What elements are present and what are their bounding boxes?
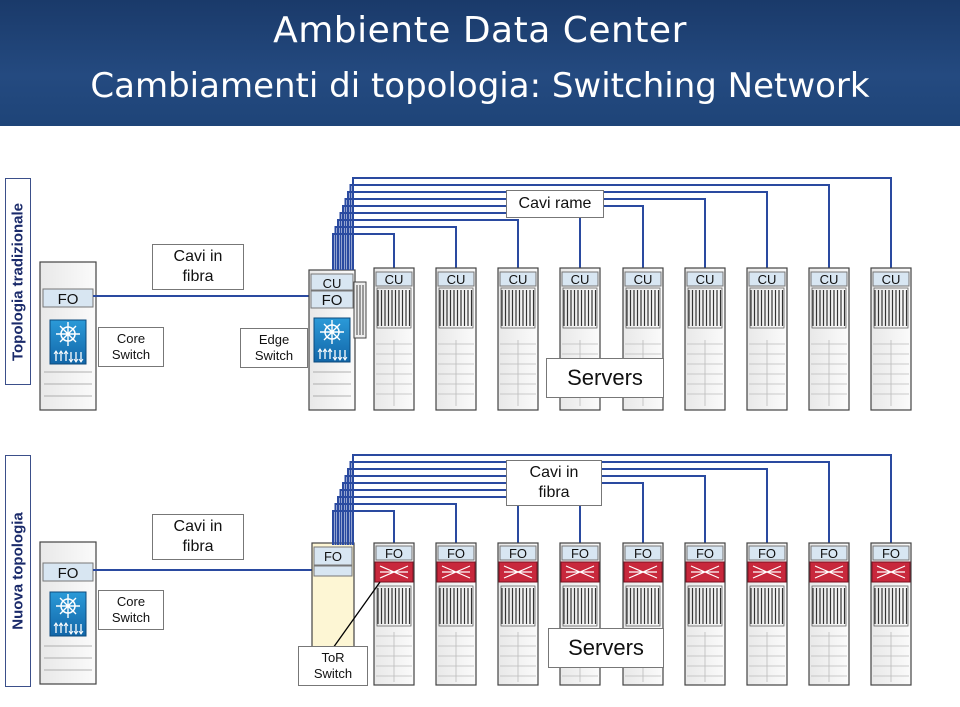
top-edge-fo-label: FO — [322, 292, 343, 309]
bottom-core-rack: FO — [39, 541, 97, 685]
fiber-cable — [342, 482, 644, 545]
top-rack-cu-label: CU — [882, 272, 901, 287]
bottom-rack-fo-label: FO — [571, 546, 589, 561]
bottom-rack-fo-label: FO — [509, 546, 527, 561]
title-banner: Ambiente Data Center Cambiamenti di topo… — [0, 0, 960, 126]
copper-cable — [339, 212, 581, 270]
bottom-rack-fo-label: FO — [447, 546, 465, 561]
fiber-cable — [339, 489, 581, 545]
top-server-rack: CU — [808, 267, 850, 411]
top-server-rack: CU — [435, 267, 477, 411]
top-rack-cu-label: CU — [758, 272, 777, 287]
bottom-rack-fo-label: FO — [758, 546, 776, 561]
bottom-server-rack: FO — [373, 542, 415, 686]
bottom-servers-label: Servers — [548, 628, 664, 668]
section-label-traditional: Topologia tradizionale — [5, 178, 31, 385]
section-label-new: Nuova topologia — [5, 455, 31, 687]
top-copper-cables — [332, 177, 892, 270]
top-core-switch-icon — [49, 319, 87, 365]
bottom-fiber-cables — [332, 454, 892, 545]
bottom-rack-fo-label: FO — [820, 546, 838, 561]
copper-cable — [332, 233, 395, 270]
fiber-cable — [352, 454, 892, 545]
top-core-fo-label: FO — [58, 291, 79, 308]
copper-cable — [337, 219, 519, 270]
top-server-rack: CU — [746, 267, 788, 411]
tor-pointer-line — [332, 581, 381, 649]
top-core-rack: FO — [39, 261, 97, 411]
top-rack-cu-label: CU — [385, 272, 404, 287]
copper-cable — [349, 184, 830, 270]
fiber-cable — [332, 510, 395, 545]
bottom-server-rack: FO — [746, 542, 788, 686]
top-rack-cu-label: CU — [696, 272, 715, 287]
top-copper-label: Cavi rame — [506, 190, 604, 218]
top-rack-cu-label: CU — [820, 272, 839, 287]
top-server-rack: CU — [373, 267, 415, 411]
bottom-rack-fo-label: FO — [882, 546, 900, 561]
bottom-rack-fo-label: FO — [634, 546, 652, 561]
top-rack-cu-label: CU — [634, 272, 653, 287]
copper-cable — [334, 226, 457, 270]
top-rack-cu-label: CU — [571, 272, 590, 287]
bottom-core-fo-label: FO — [58, 565, 79, 582]
bottom-rack-fo-label: FO — [385, 546, 403, 561]
top-edge-cu-label: CU — [323, 276, 342, 291]
copper-cable — [342, 205, 644, 270]
bottom-rack-fo-label: FO — [696, 546, 714, 561]
page-subtitle: Cambiamenti di topologia: Switching Netw… — [90, 66, 870, 106]
fiber-cable — [337, 496, 519, 545]
page-title: Ambiente Data Center — [273, 10, 687, 51]
top-edge-switch-icon — [313, 317, 351, 363]
fiber-cable — [334, 503, 457, 545]
bottom-server-rack: FO — [435, 542, 477, 686]
bottom-server-rack: FO — [684, 542, 726, 686]
bottom-server-rack: FO — [808, 542, 850, 686]
bottom-server-rack: FO — [497, 542, 539, 686]
copper-cable — [352, 177, 892, 270]
top-rack-cu-label: CU — [509, 272, 528, 287]
top-server-rack: CU — [870, 267, 912, 411]
top-rack-cu-label: CU — [447, 272, 466, 287]
top-server-rack: CU — [497, 267, 539, 411]
top-servers-label: Servers — [546, 358, 664, 398]
bottom-tor-fo-label: FO — [324, 549, 342, 564]
top-server-rack: CU — [684, 267, 726, 411]
top-edge-rack: CU FO — [308, 269, 367, 411]
bottom-server-rack: FO — [870, 542, 912, 686]
bottom-core-switch-icon — [49, 591, 87, 637]
